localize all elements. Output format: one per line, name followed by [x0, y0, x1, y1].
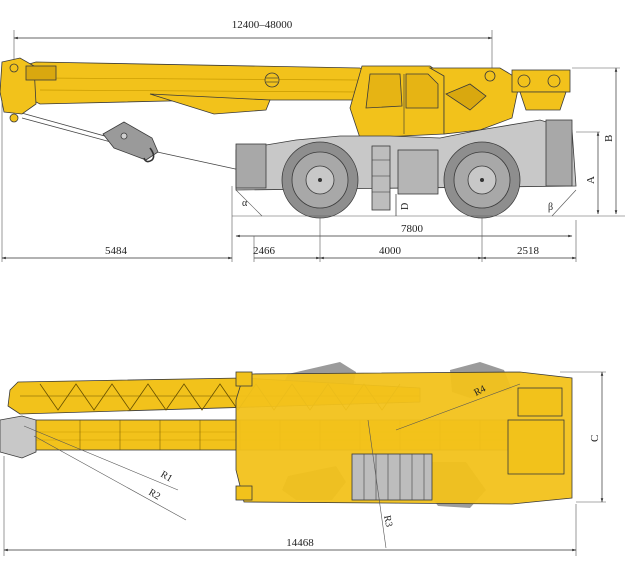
radius-1-label: R1: [159, 469, 175, 484]
overall-length-label: 14468: [286, 537, 314, 549]
width-dimension: C: [560, 371, 606, 503]
front-overhang-label: 5484: [105, 245, 128, 257]
height-dimensions: A B: [572, 67, 620, 215]
height-label-b: B: [603, 135, 615, 142]
front-axle-offset-label: 2466: [253, 245, 276, 257]
departure-angle-label: β: [548, 202, 553, 213]
wheelbase-label: 4000: [379, 245, 402, 257]
length-chain-dimension: 5484 2466 4000 2518: [1, 100, 577, 262]
radius-3-label: R3: [381, 514, 394, 528]
width-label-c: C: [589, 435, 601, 442]
boom-length-dimension: 12400–48000: [13, 19, 493, 75]
side-view: 12400–48000: [0, 19, 625, 262]
swing-radii: R1 R2 R3 R4: [23, 383, 521, 549]
cab: [349, 65, 445, 139]
radius-4-label: R4: [472, 383, 487, 398]
radius-2-label: R2: [147, 487, 163, 502]
superstructure: [428, 67, 571, 135]
height-label-a: A: [585, 176, 597, 184]
top-view: R1 R2 R3 R4 C 14468: [0, 362, 606, 556]
carrier-top: [235, 371, 573, 505]
hook-block: [102, 121, 159, 163]
rear-overhang-label: 2518: [517, 245, 540, 257]
main-boom: [0, 57, 373, 123]
approach-angle-label: α: [242, 198, 248, 209]
track-span-dimension: 7800: [235, 223, 573, 238]
overall-length-dimension: 14468: [3, 456, 577, 556]
track-span-label: 7800: [401, 223, 424, 235]
rear-wheel: [443, 141, 521, 219]
front-wheel: [281, 141, 359, 219]
boom-length-label: 12400–48000: [232, 19, 293, 31]
clearance-label-d: D: [400, 203, 411, 210]
